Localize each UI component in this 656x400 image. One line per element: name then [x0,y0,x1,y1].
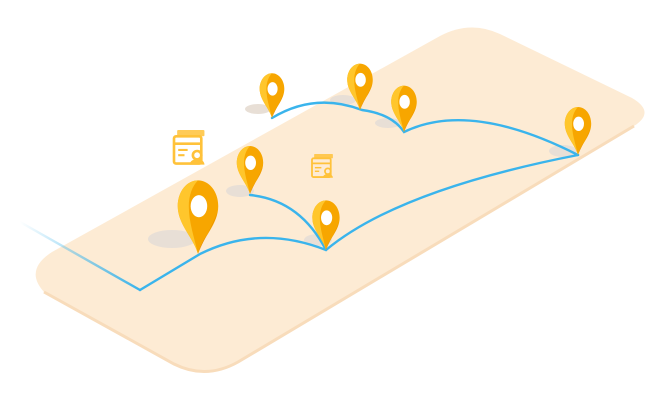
route-entry-line [18,220,142,292]
route-line [138,153,580,292]
route-upper-arc [270,101,580,157]
route-path [18,101,580,292]
location-card-icon [172,128,206,166]
route-branch [248,193,328,252]
ground-plane [35,27,645,372]
ground-plane-edge [43,124,635,374]
